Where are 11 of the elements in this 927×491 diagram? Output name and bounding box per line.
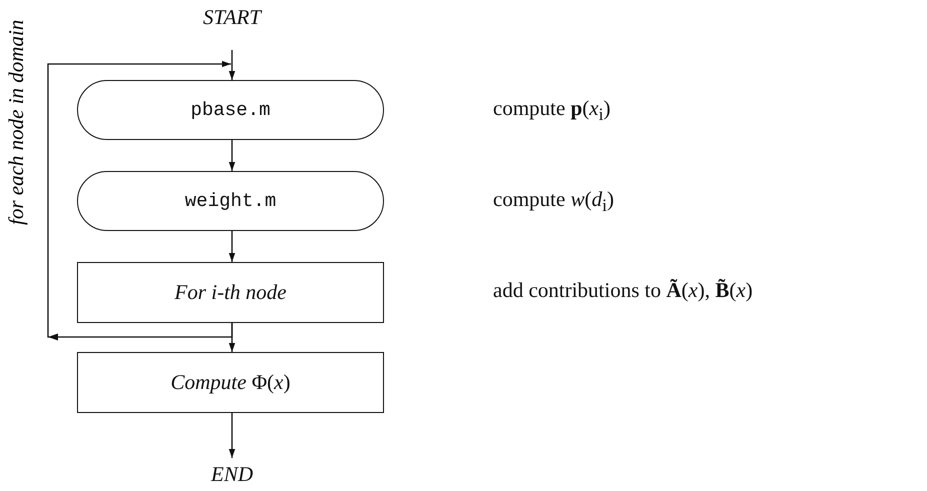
terminal-label: START — [203, 4, 261, 30]
node-label: pbase.m — [190, 99, 270, 121]
node-label: Compute Φ(x) — [170, 370, 290, 395]
annotation: compute w(d$_{i}$) — [493, 187, 614, 216]
terminal-label: END — [211, 462, 253, 487]
node-label: weight.m — [184, 190, 276, 212]
node-label: For i-th node — [174, 280, 286, 305]
annotation: add contributions to Ã(x), B̃(x) — [493, 278, 753, 303]
process-box — [77, 262, 384, 323]
annotation: compute p(x$_{i}$) — [493, 96, 610, 126]
process-box — [77, 352, 384, 413]
